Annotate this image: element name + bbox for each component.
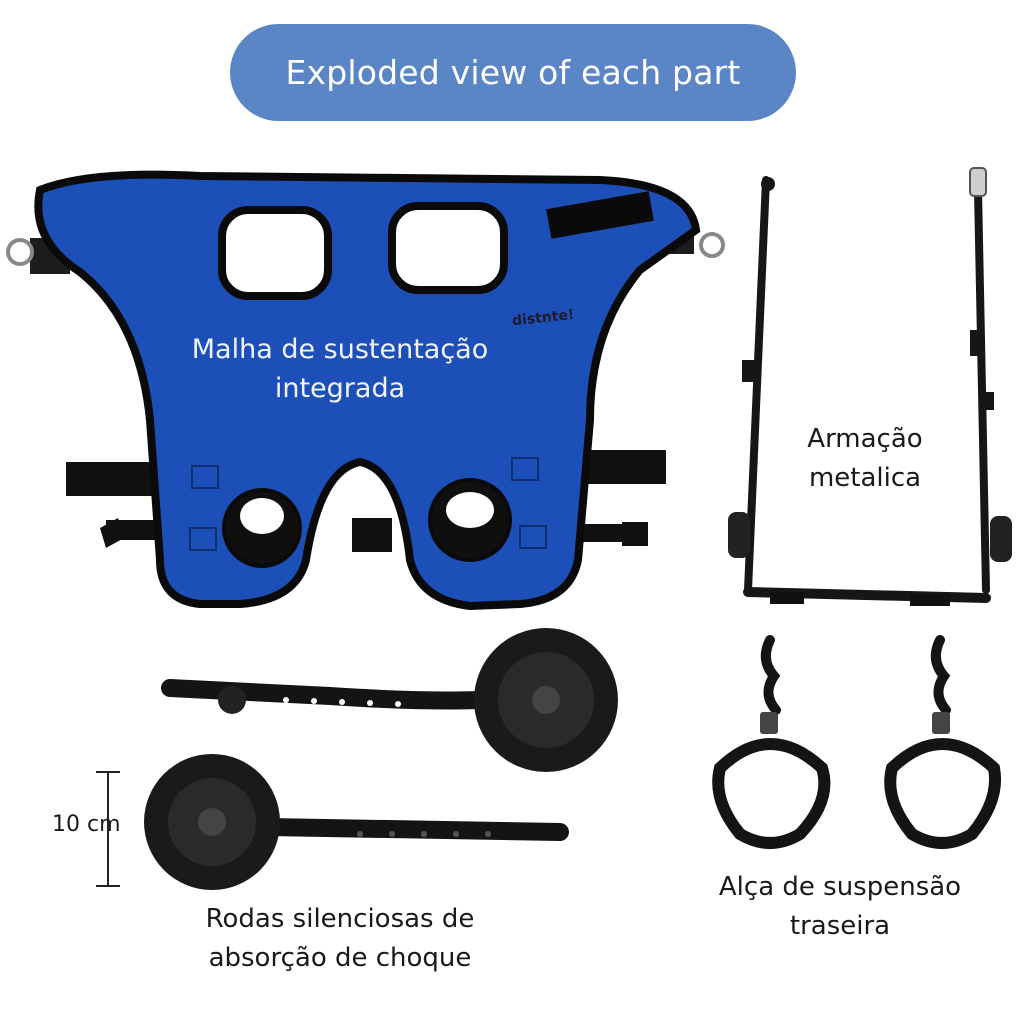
frame-right-spring (969, 167, 987, 197)
frame-left-post (744, 176, 770, 594)
stitch-box (189, 527, 217, 551)
rear-leg-hole-left-inner (240, 498, 284, 534)
frame-left-cap (761, 177, 775, 191)
strap-label: Alça de suspensão traseira (680, 868, 1000, 946)
frame-left-wheel (728, 512, 750, 558)
buckle-center (352, 518, 392, 552)
stitch-box (511, 457, 539, 481)
frame-right-clamp (970, 330, 984, 356)
frame-label-line1: Armação (807, 424, 923, 454)
rear-leg-hole-right-inner (446, 492, 494, 528)
frame-right-wheel (990, 516, 1012, 562)
frame-label: Armação metalica (770, 420, 960, 498)
stitch-box (191, 465, 219, 489)
frame-right-knob (982, 392, 994, 410)
harness-left-d-ring (6, 238, 34, 266)
wheel-dimension-label: 10 cm (52, 812, 121, 837)
frame-right-post (974, 186, 990, 594)
velcro-strip (546, 191, 654, 239)
harness-body (34, 170, 701, 611)
frame-label-line2: metalica (808, 463, 922, 493)
harness-label-line1: Malha de sustentação (191, 334, 489, 365)
harness-right-d-ring (699, 232, 725, 258)
page-title: Exploded view of each part (285, 53, 741, 92)
buckle-left (100, 518, 124, 548)
frame-left-knob (742, 360, 756, 382)
wheels-label: Rodas silenciosas de absorção de choque (160, 900, 520, 978)
frame-grip-right (910, 594, 950, 606)
strap-right (884, 635, 1001, 849)
strap-label-line2: traseira (789, 911, 891, 941)
wheel-arm-top (161, 679, 487, 710)
front-leg-hole-right (388, 202, 508, 294)
harness-label: Malha de sustentação integrada (150, 330, 530, 408)
harness-right-belt (578, 450, 666, 484)
strap-left (712, 635, 831, 849)
wheels-label-line2: absorção de choque (208, 943, 472, 973)
wheel-arm-top-joint (218, 686, 246, 714)
wheels-label-line1: Rodas silenciosas de (205, 904, 475, 934)
strap-label-line1: Alça de suspensão (718, 872, 962, 902)
wheel-bottom-axle (198, 808, 226, 836)
wheel-top-axle (532, 686, 560, 714)
title-banner: Exploded view of each part (230, 24, 796, 121)
buckle-right (622, 522, 648, 546)
frame-grip-left (770, 592, 804, 604)
stitch-box (519, 525, 547, 549)
harness-label-line2: integrada (274, 373, 406, 404)
front-leg-hole-left (218, 206, 332, 300)
